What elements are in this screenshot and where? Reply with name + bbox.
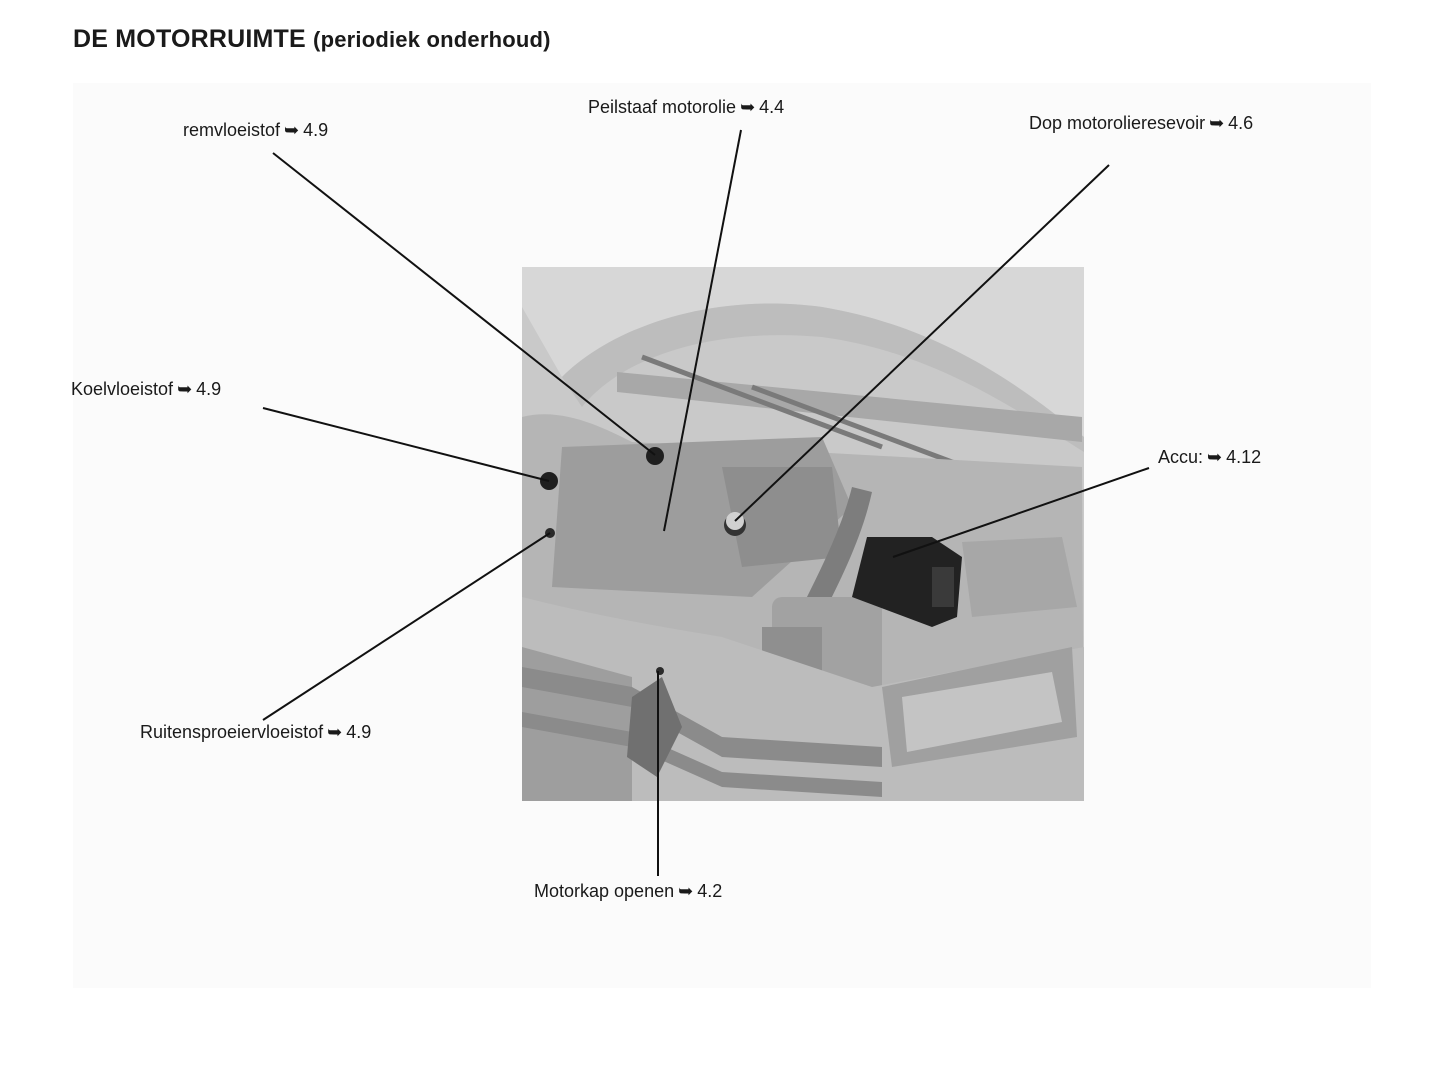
label-remvloeistof-ref: 4.9 xyxy=(303,120,329,140)
label-ruitensproeier: Ruitensproeiervloeistof➥4.9 xyxy=(140,722,371,743)
label-koelvloeistof-ref: 4.9 xyxy=(196,379,222,399)
reference-arrow-icon: ➥ xyxy=(284,120,300,140)
label-ruitensproeier-text: Ruitensproeiervloeistof xyxy=(140,722,324,742)
reference-arrow-icon: ➥ xyxy=(177,379,193,399)
label-accu-text: Accu: xyxy=(1158,447,1204,467)
label-dop-ref: 4.6 xyxy=(1228,113,1254,133)
label-ruitensproeier-ref: 4.9 xyxy=(346,722,372,742)
label-motorkap-text: Motorkap openen xyxy=(534,881,675,901)
label-peilstaaf-ref: 4.4 xyxy=(759,97,785,117)
label-koelvloeistof-text: Koelvloeistof xyxy=(71,379,174,399)
label-accu-ref: 4.12 xyxy=(1226,447,1262,467)
page-title-main: DE MOTORRUIMTE xyxy=(73,25,306,53)
label-motorkap: Motorkap openen➥4.2 xyxy=(534,881,722,902)
reference-arrow-icon: ➥ xyxy=(327,722,343,742)
label-motorkap-ref: 4.2 xyxy=(697,881,723,901)
reference-arrow-icon: ➥ xyxy=(678,881,694,901)
label-dop-text: Dop motorolieresevoir xyxy=(1029,113,1206,133)
label-accu: Accu:➥4.12 xyxy=(1158,447,1261,468)
label-koelvloeistof: Koelvloeistof➥4.9 xyxy=(71,379,221,400)
engine-bay-illustration xyxy=(522,267,1084,801)
label-peilstaaf-text: Peilstaaf motorolie xyxy=(588,97,737,117)
label-remvloeistof: remvloeistof➥4.9 xyxy=(183,120,328,141)
reference-arrow-icon: ➥ xyxy=(1207,447,1223,467)
reference-arrow-icon: ➥ xyxy=(740,97,756,117)
label-dop: Dop motorolieresevoir➥4.6 xyxy=(1029,113,1253,134)
label-peilstaaf: Peilstaaf motorolie➥4.4 xyxy=(588,97,784,118)
page-title-sub: (periodiek onderhoud) xyxy=(313,27,551,52)
reference-arrow-icon: ➥ xyxy=(1209,113,1225,133)
page-title: DE MOTORRUIMTE (periodiek onderhoud) xyxy=(73,25,551,54)
label-remvloeistof-text: remvloeistof xyxy=(183,120,281,140)
